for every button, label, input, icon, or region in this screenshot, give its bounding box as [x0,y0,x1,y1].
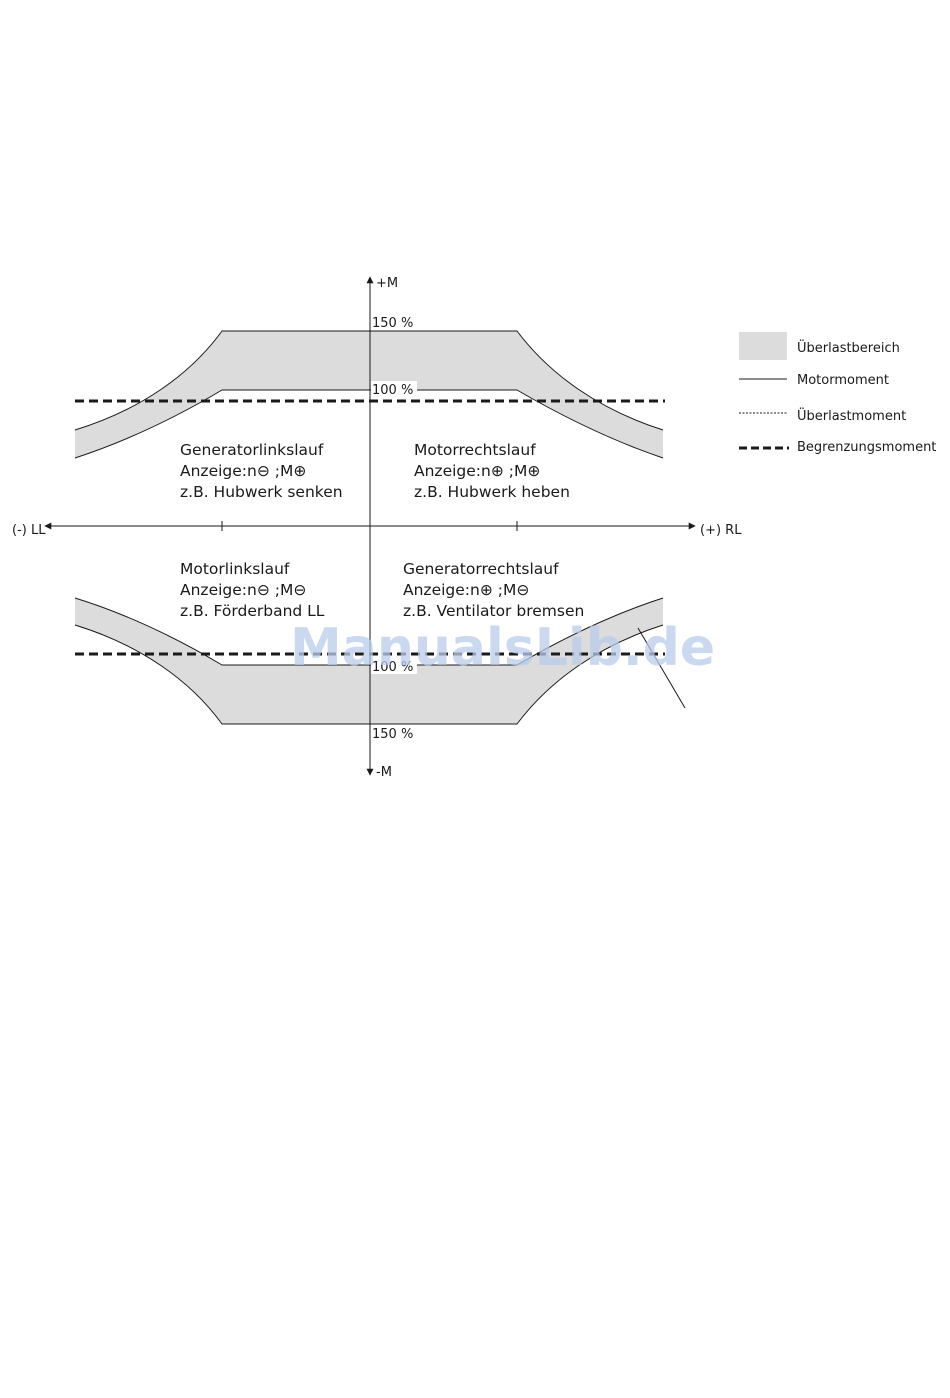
legend-label-limit-torque: Begrenzungsmoment [797,440,936,455]
legend: Überlastbereich Motormoment Überlastmome… [739,332,936,455]
quadrant-top-right: Motorrechtslauf Anzeige:n⊕ ;M⊕ z.B. Hubw… [414,441,570,501]
quadrant-title: Generatorrechtslauf [403,560,559,578]
quadrant-display: Anzeige:n⊕ ;M⊕ [414,462,540,480]
quadrant-title: Generatorlinkslauf [180,441,324,459]
axis-label-rl: (+) RL [700,523,742,538]
percent-label-top-150: 150 % [372,316,413,331]
overload-band-top [75,331,663,458]
overload-band-bottom [75,598,663,724]
axis-label-ll: (-) LL [12,523,46,538]
quadrant-title: Motorlinkslauf [180,560,290,578]
quadrant-example: z.B. Hubwerk heben [414,483,570,501]
quadrant-example: z.B. Hubwerk senken [180,483,343,501]
axis-label-minus-m: -M [376,765,392,780]
quadrant-example: z.B. Förderband LL [180,602,325,620]
quadrant-display: Anzeige:n⊕ ;M⊖ [403,581,529,599]
legend-label-motor-torque: Motormoment [797,373,889,388]
quadrant-top-left: Generatorlinkslauf Anzeige:n⊖ ;M⊕ z.B. H… [180,441,343,501]
percent-label-bottom-150: 150 % [372,727,413,742]
watermark-text: ManualsLib.de [290,618,715,678]
axis-label-plus-m: +M [376,276,398,291]
leader-line [637,627,686,709]
quadrant-bottom-right: Generatorrechtslauf Anzeige:n⊕ ;M⊖ z.B. … [403,560,584,620]
quadrant-display: Anzeige:n⊖ ;M⊖ [180,581,306,599]
quadrant-display: Anzeige:n⊖ ;M⊕ [180,462,306,480]
legend-label-overload-torque: Überlastmoment [797,407,906,424]
percent-label-bottom-100: 100 % [372,660,413,675]
percent-label-top-100: 100 % [372,383,413,398]
quadrant-title: Motorrechtslauf [414,441,536,459]
quadrant-example: z.B. Ventilator bremsen [403,602,584,620]
quadrant-bottom-left: Motorlinkslauf Anzeige:n⊖ ;M⊖ z.B. Förde… [180,560,325,620]
legend-swatch-overload-area [739,332,787,360]
legend-label-overload-area: Überlastbereich [797,339,900,356]
